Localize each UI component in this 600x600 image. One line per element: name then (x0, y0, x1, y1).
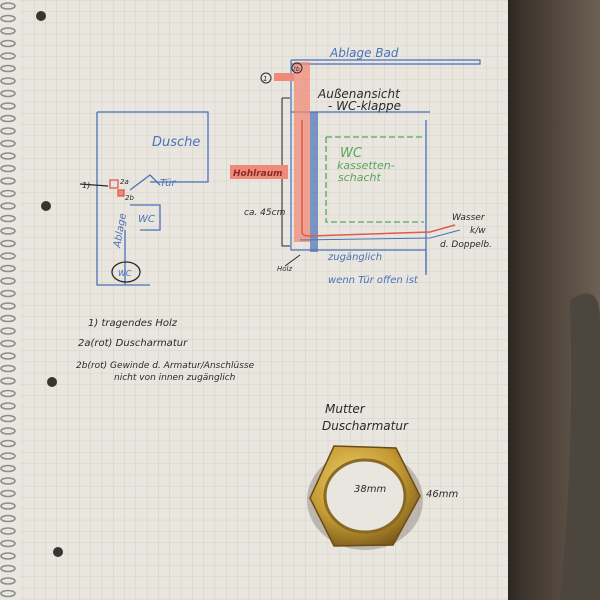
spiral-rings (0, 2, 16, 598)
spiral-ring (0, 64, 16, 73)
spiral-ring (0, 314, 16, 323)
spiral-ring (0, 202, 16, 210)
spiral-ring (0, 239, 16, 248)
spiral-ring (0, 27, 16, 35)
label-wc: WC (138, 214, 155, 225)
spiral-ring (0, 189, 16, 198)
spiral-ring (0, 489, 16, 498)
spiral-ring (0, 102, 16, 110)
spiral-ring (0, 389, 16, 398)
label-doppelboden: d. Doppelb. (440, 240, 492, 250)
spiral-ring (0, 289, 16, 298)
spiral-ring (0, 39, 16, 48)
label-1: 1) (82, 181, 90, 190)
label-2a: 2a (120, 178, 129, 186)
spiral-ring (0, 14, 16, 23)
spiral-ring (0, 152, 16, 160)
marker-2b: 2b (292, 66, 300, 73)
fabric-object (560, 293, 600, 600)
label-ablage-bad: Ablage Bad (329, 46, 399, 60)
spiral-ring (0, 177, 16, 185)
cavity-highlight (230, 165, 288, 179)
spiral-ring (0, 339, 16, 348)
spiral-ring (0, 127, 16, 135)
spiral-ring (0, 527, 16, 535)
spiral-ring (0, 402, 16, 410)
label-dusche: Dusche (152, 135, 200, 150)
label-cistern-kassetten: kassetten- (337, 159, 395, 172)
spiral-ring (0, 514, 16, 523)
spiral-ring (0, 114, 16, 123)
label-cistern-schacht: schacht (338, 171, 382, 184)
label-wc-circle: WC (118, 269, 132, 278)
spiral-ring (0, 214, 16, 223)
label-holz: Holz (277, 265, 292, 273)
legend-item-2a: 2a(rot) Duscharmatur (78, 338, 188, 349)
punch-holes (36, 11, 63, 557)
spiral-ring (0, 364, 16, 373)
spiral-ring (0, 264, 16, 273)
label-tuer: Tür (160, 178, 176, 189)
spiral-ring (0, 227, 16, 235)
spiral-ring (0, 427, 16, 435)
legend-item-2b-cont: nicht von innen zugänglich (114, 373, 236, 383)
label-wc-klappe: - WC-klappe (328, 99, 401, 113)
label-kw: k/w (470, 226, 486, 236)
spiral-ring (0, 164, 16, 173)
right-sketch (260, 59, 481, 275)
spiral-ring (0, 277, 16, 285)
label-hohlraum: Hohlraum (233, 169, 283, 179)
marker-1: 1 (263, 75, 267, 83)
nut-bore (323, 458, 407, 534)
legend-item-2b: 2b(rot) Gewinde d. Armatur/Anschlüsse (76, 361, 255, 371)
label-cistern-wc: WC (340, 146, 363, 161)
label-zugaenglich: zugänglich (327, 252, 382, 263)
spiral-ring (0, 564, 16, 573)
label-dimension: ca. 45cm (244, 208, 286, 218)
grid-lines (20, 0, 508, 600)
nut-outer-size: 46mm (426, 489, 458, 500)
nut-title-mutter: Mutter (325, 402, 366, 416)
label-aussenansicht: Außenansicht (317, 87, 401, 101)
spiral-ring (0, 502, 16, 510)
spiral-ring (0, 52, 16, 60)
left-sketch (79, 111, 209, 286)
spiral-ring (0, 439, 16, 448)
label-wenn-tuer-offen: wenn Tür offen ist (328, 275, 419, 286)
spiral-ring (0, 302, 16, 310)
spiral-ring (0, 2, 16, 10)
label-wasser: Wasser (452, 213, 486, 223)
spiral-ring (0, 252, 16, 260)
spiral-ring (0, 139, 16, 148)
spiral-ring (0, 552, 16, 560)
nut-title-duscharmatur: Duscharmatur (322, 419, 409, 433)
label-2b: 2b (125, 194, 134, 202)
spiral-ring (0, 464, 16, 473)
spiral-ring (0, 414, 16, 423)
spiral-ring (0, 539, 16, 548)
spiral-ring (0, 452, 16, 460)
spiral-ring (0, 89, 16, 98)
spiral-ring (0, 77, 16, 85)
spiral-ring (0, 327, 16, 335)
spiral-ring (0, 377, 16, 385)
spiral-ring (0, 577, 16, 585)
legend-item-1: 1) tragendes Holz (88, 318, 178, 329)
spiral-ring (0, 477, 16, 485)
spiral-ring (0, 589, 16, 598)
nut-inner-diameter: 38mm (354, 484, 386, 495)
spiral-ring (0, 352, 16, 360)
